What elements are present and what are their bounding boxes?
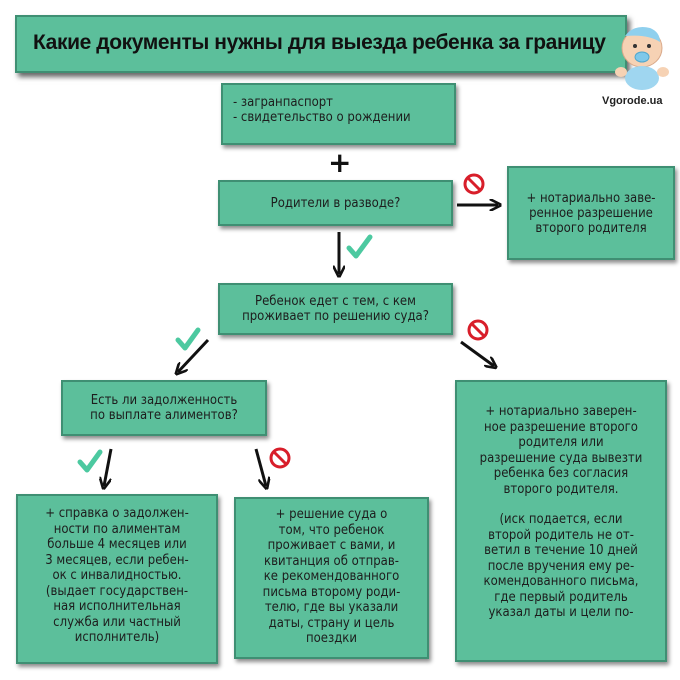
answer-line: ке рекомендованного: [263, 569, 400, 584]
check-icon: [175, 327, 201, 351]
answer-line: второй родитель не от-: [488, 527, 634, 543]
arrow-icon: [460, 340, 494, 366]
question-line: Ребенок едет с тем, с кем: [255, 294, 416, 309]
documents-box: - загранпаспорт - свидетельство о рожден…: [221, 83, 456, 145]
answer-line: ренное разрешение: [529, 205, 653, 221]
answer-line: второго родителя: [535, 220, 647, 236]
answer-alimony-debt-box: + справка о задолжен- ности по алиментам…: [16, 494, 218, 664]
answer-line: разрешение суда вывезти: [479, 450, 643, 466]
check-icon: [77, 449, 103, 473]
no-entry-icon: [467, 319, 489, 341]
question-divorce-text: Родители в разводе?: [270, 195, 401, 211]
answer-court-decision-box: + решение суда о том, что ребенок прожив…: [234, 497, 429, 659]
answer-line: (выдает государствен-: [45, 583, 189, 599]
question-line: проживает по решению суда?: [242, 309, 429, 324]
answer-line: поездки: [306, 631, 357, 646]
answer-line: проживает с вами, и: [267, 538, 396, 553]
answer-line: + нотариально заверен-: [485, 404, 637, 419]
question-child-lives: Ребенок едет с тем, с кем проживает по р…: [218, 283, 453, 335]
doc-line: - загранпаспорт: [233, 95, 333, 110]
arrow-icon: [104, 448, 113, 486]
answer-line: том, что ребенок: [278, 522, 385, 538]
answer-court-permission-box: + нотариально заверен- ное разрешение вт…: [455, 380, 667, 662]
answer-line: даты, страну и цель: [268, 615, 395, 631]
page-title: Какие документы нужны для выезда ребенка…: [33, 31, 606, 54]
answer-line: + нотариально заве-: [526, 190, 656, 206]
answer-line: (иск подается, если: [499, 512, 623, 527]
question-alimony: Есть ли задолженность по выплате алимент…: [61, 380, 267, 436]
answer-line: ребенка без согласия: [493, 466, 629, 481]
answer-line: второго родителя.: [503, 481, 619, 497]
question-divorce: Родители в разводе?: [218, 180, 453, 226]
answer-line: указал даты и цели по-: [488, 605, 634, 620]
answer-line: + справка о задолжен-: [45, 506, 189, 521]
arrow-icon: [254, 448, 266, 486]
answer-notarial-box: + нотариально заве- ренное разрешение вт…: [507, 166, 675, 260]
answer-line: письма второму роди-: [262, 584, 401, 600]
answer-line: комендованного письма,: [483, 574, 639, 589]
doc-line: - свидетельство о рождении: [233, 110, 411, 125]
check-icon: [346, 234, 373, 259]
question-line: по выплате алиментов?: [90, 408, 238, 423]
answer-line: телю, где вы указали: [264, 600, 399, 615]
arrow-icon: [178, 338, 210, 372]
plus-sign: +: [328, 146, 352, 179]
question-line: Есть ли задолженность: [90, 393, 238, 408]
no-entry-icon: [463, 173, 485, 195]
answer-line: ная исполнительная: [53, 599, 181, 614]
answer-line: служба или частный: [53, 614, 181, 630]
answer-line: где первый родитель: [494, 589, 628, 605]
answer-line: 3 месяцев, если ребен-: [45, 552, 189, 568]
answer-line: ветил в течение 10 дней: [484, 543, 638, 558]
answer-line: ное разрешение второго: [484, 419, 638, 435]
site-watermark: Vgorode.ua: [602, 95, 663, 107]
answer-line: после вручения ему ре-: [487, 558, 635, 574]
answer-line: ок с инвалидностью.: [52, 568, 182, 583]
answer-line: + решение суда о: [275, 507, 388, 522]
no-entry-icon: [269, 447, 291, 469]
answer-line: квитанция об отправ-: [264, 553, 399, 569]
answer-line: родителя или: [518, 435, 604, 450]
answer-line: исполнитель): [74, 630, 160, 645]
title-bar: Какие документы нужны для выезда ребенка…: [15, 15, 627, 73]
answer-line: больше 4 месяцев или: [47, 537, 187, 552]
answer-line: ности по алиментам: [53, 521, 181, 537]
